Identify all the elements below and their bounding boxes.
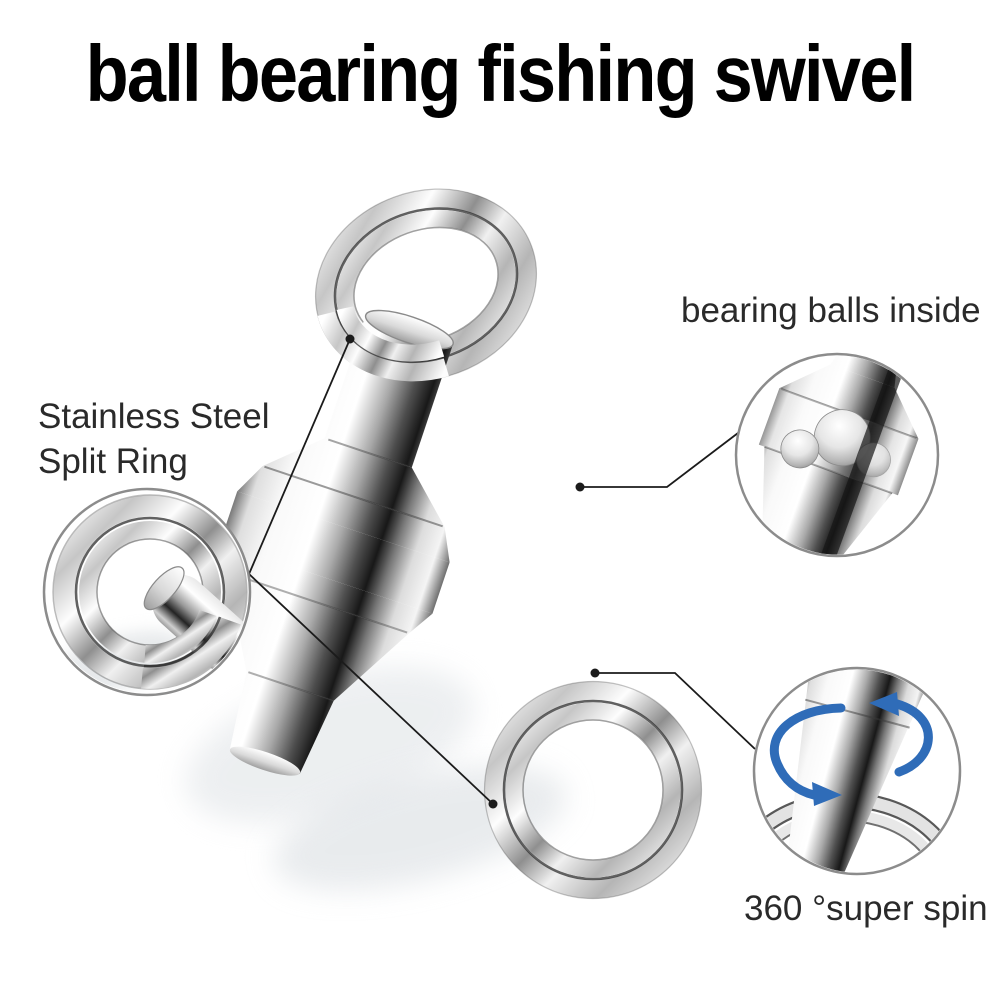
barrel-bevel-top — [237, 466, 450, 563]
bottom-neck — [229, 671, 334, 774]
leader-split-ring-top — [248, 338, 351, 575]
dot-split-ring-bottom — [488, 799, 498, 809]
bottom-split-ring — [483, 680, 703, 900]
barrel-bevel-bottom — [220, 542, 433, 634]
top-split-ring-front — [317, 305, 449, 382]
rotation-arrow-left — [769, 703, 846, 800]
rotation-arrow-right — [892, 699, 933, 777]
page-title: ball bearing fishing swivel — [85, 29, 917, 118]
leader-dots — [345, 334, 600, 809]
rotation-arrows-icon — [769, 692, 933, 806]
leader-split-ring-bottom — [248, 573, 494, 805]
inset-split-ring-front-arc — [141, 609, 241, 689]
callout-split-ring-label: Stainless Steel Split Ring — [38, 394, 270, 484]
dot-super-spin — [590, 668, 600, 678]
leader-lines — [248, 338, 756, 805]
dot-bearing-balls — [575, 482, 585, 492]
inset-bearing-balls — [734, 352, 940, 558]
dot-split-ring-top — [345, 334, 355, 344]
callout-split-ring-line1: Stainless Steel — [38, 397, 270, 436]
leader-bearing-balls — [580, 432, 739, 488]
bottom-neck-cap — [229, 746, 301, 776]
callout-super-spin-label: 360 °super spin — [744, 889, 988, 928]
swivel-shoulder — [262, 438, 445, 527]
callout-split-ring-line2: Split Ring — [38, 442, 188, 481]
leader-super-spin — [595, 672, 756, 750]
barrel-mid — [220, 491, 450, 614]
bearing-ball-left — [780, 429, 820, 469]
lower-cone — [226, 572, 410, 701]
inset-barrel-zoom — [758, 355, 919, 555]
swivel-top-cap — [364, 309, 454, 350]
callout-bearing-balls-label: bearing balls inside — [681, 291, 981, 330]
inset-super-spin — [752, 666, 962, 876]
